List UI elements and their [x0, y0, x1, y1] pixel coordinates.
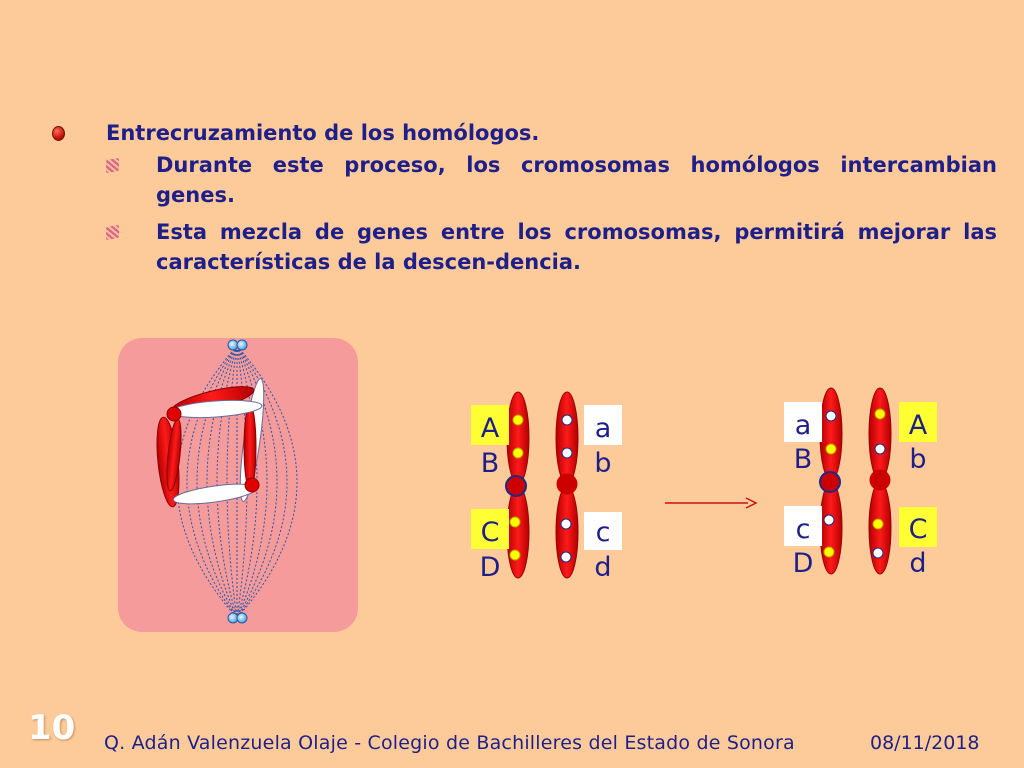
- gene-label: d: [909, 548, 926, 579]
- gene-label: c: [796, 514, 811, 545]
- sub-bullet-2: Esta mezcla de genes entre los cromosoma…: [106, 217, 997, 277]
- footer-author: Q. Adán Valenzuela Olaje - Colegio de Ba…: [104, 732, 795, 754]
- gene-label: B: [794, 444, 813, 475]
- bullet-main-text: Entrecruzamiento de los homólogos.: [106, 121, 540, 145]
- gene-label: a: [595, 413, 612, 444]
- gene-label: b: [909, 444, 926, 475]
- centromere-icon: [869, 469, 891, 491]
- footer-date: 08/11/2018: [870, 732, 980, 754]
- gene-label: C: [909, 514, 928, 545]
- sub-bullet-1: Durante este proceso, los cromosomas hom…: [106, 150, 997, 210]
- centromere-icon: [819, 471, 841, 493]
- bullet-list: Entrecruzamiento de los homólogos. Duran…: [52, 118, 997, 284]
- gene-label: C: [481, 517, 500, 548]
- sub-bullet-1-text: Durante este proceso, los cromosomas hom…: [156, 153, 997, 207]
- centromere-icon: [505, 475, 527, 497]
- gene-label: A: [909, 410, 928, 441]
- slide-number: 10: [28, 708, 76, 748]
- gene-label: D: [480, 552, 501, 583]
- gene-label: d: [594, 552, 611, 583]
- gene-label: D: [793, 548, 814, 579]
- gene-label: b: [594, 448, 611, 479]
- sub-bullet-2-text: Esta mezcla de genes entre los cromosoma…: [156, 220, 997, 274]
- gene-label: B: [481, 448, 500, 479]
- chromosomes-before: A B C D a b c d: [471, 391, 622, 583]
- bullet-main: Entrecruzamiento de los homólogos.: [52, 118, 997, 148]
- gene-label: A: [481, 413, 500, 444]
- meiosis-spindle-illustration: [118, 338, 358, 632]
- arrow-right-icon: [665, 497, 758, 509]
- chromosomes-after: a B c D A b C d: [784, 387, 937, 579]
- round-bullet-icon: [52, 126, 65, 141]
- gene-label: c: [596, 517, 611, 548]
- gene-label: a: [795, 410, 812, 441]
- centromere-icon: [556, 473, 578, 495]
